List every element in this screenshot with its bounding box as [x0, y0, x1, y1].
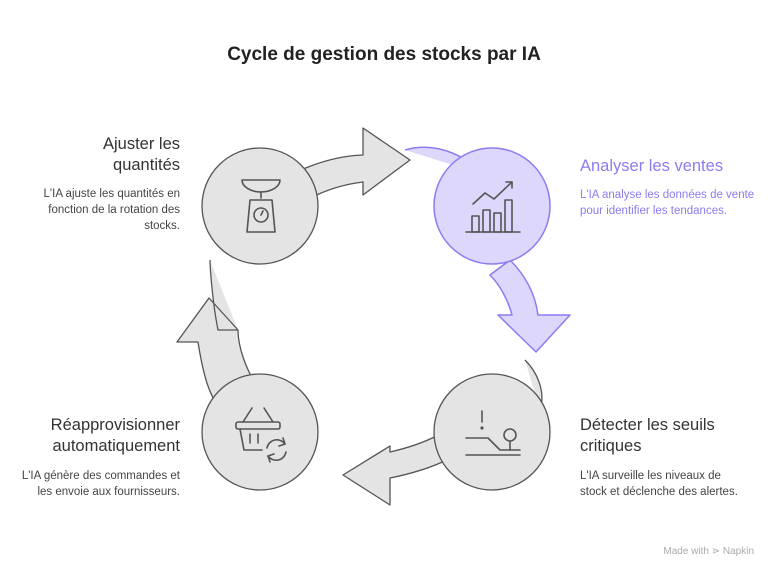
- cycle-arrow-left: [176, 259, 261, 411]
- step-desc-reapprovisionner: L'IA génère des commandes et les envoie …: [21, 470, 180, 498]
- napkin-watermark: Made with ⋗ Napkin: [663, 546, 754, 557]
- step-node-detecter[interactable]: [433, 373, 551, 491]
- step-title-reapprovisionner: Réapprovisionner automatiquement: [50, 416, 180, 455]
- step-node-analyser[interactable]: [433, 147, 551, 265]
- cycle-arrow-right: [489, 259, 571, 353]
- step-title-ajuster: Ajuster les quantités: [102, 135, 180, 174]
- step-title-detecter: Détecter les seuils critiques: [580, 416, 715, 455]
- step-node-reapprovisionner[interactable]: [201, 373, 319, 491]
- scale-icon: [241, 179, 281, 233]
- chart-icon: [465, 181, 521, 233]
- step-desc-analyser: L'IA analyse les données de vente pour i…: [580, 189, 755, 217]
- diagram-title: Cycle de gestion des stocks par IA: [227, 44, 541, 65]
- basket-refresh-icon: [235, 407, 287, 463]
- step-title-analyser: Analyser les ventes: [580, 157, 724, 175]
- step-desc-ajuster: L'IA ajuste les quantités en fonction de…: [43, 188, 180, 232]
- step-desc-detecter: L'IA surveille les niveaux de stock et d…: [580, 470, 738, 498]
- alert-lever-icon: [465, 410, 521, 456]
- step-node-ajuster[interactable]: [201, 147, 319, 265]
